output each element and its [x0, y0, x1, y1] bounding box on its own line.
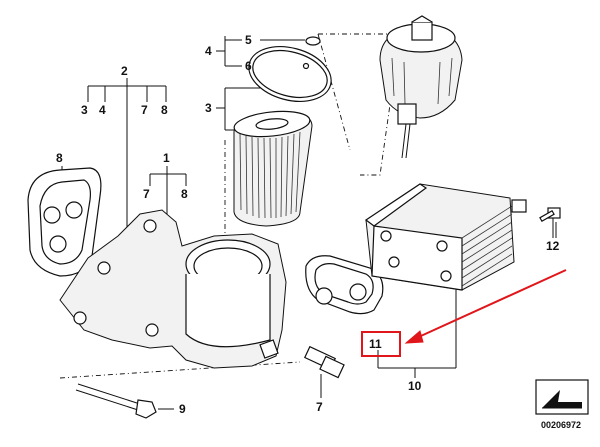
callout-labels: 2 3 4 7 8 8 1 7 8 4 5 6 3 12 11 10 7 9	[56, 33, 560, 416]
highlight-annotation	[361, 269, 567, 357]
highlight-box	[361, 331, 401, 357]
label-5: 5	[245, 33, 252, 47]
label-11: 11	[369, 337, 382, 351]
label-4-right: 4	[205, 44, 212, 58]
oil-cooler	[364, 183, 527, 291]
arrow-direction-icon	[535, 379, 589, 415]
label-8-top: 8	[161, 103, 168, 117]
filter-housing-cap	[379, 15, 463, 159]
oil-pressure-switch	[303, 345, 345, 379]
document-number: 00206972	[540, 420, 582, 430]
label-9: 9	[179, 402, 186, 416]
oil-filter-housing	[59, 209, 287, 369]
housing-bolt	[75, 383, 157, 419]
highlight-arrow-head	[404, 330, 424, 344]
label-8-mid: 8	[181, 187, 188, 201]
leader-lines	[59, 33, 557, 410]
label-2: 2	[121, 64, 128, 78]
label-6: 6	[245, 59, 252, 73]
label-7-bottom: 7	[316, 400, 323, 414]
highlight-arrow-line	[411, 269, 567, 341]
small-o-ring	[305, 36, 321, 46]
label-7-top: 7	[141, 103, 148, 117]
cooler-seal	[305, 255, 384, 315]
label-12: 12	[546, 239, 560, 253]
label-3-filter: 3	[205, 101, 212, 115]
flange-gasket	[27, 167, 102, 277]
large-seal-ring	[248, 46, 332, 102]
label-10: 10	[408, 379, 422, 393]
label-8-gasket: 8	[56, 151, 63, 165]
cooler-bolt	[539, 207, 561, 223]
label-1: 1	[163, 151, 170, 165]
label-3-left: 3	[81, 103, 88, 117]
label-4-left: 4	[99, 103, 106, 117]
label-7-mid: 7	[143, 187, 150, 201]
oil-filter-element	[233, 110, 313, 227]
